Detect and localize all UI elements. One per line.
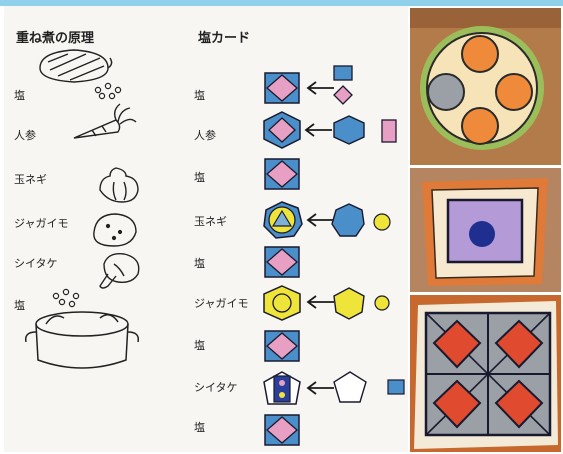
card-label-salt-5: 塩 — [194, 421, 205, 434]
cooking-pot-drawing — [24, 311, 140, 369]
left-label-onion: 玉ネギ — [14, 173, 47, 186]
square-purple-dish-photo — [410, 168, 561, 292]
card-label-onion: 玉ネギ — [194, 215, 227, 228]
left-column-title: 重ね煮の原理 — [16, 31, 95, 46]
lidded-pot-drawing — [39, 49, 113, 83]
left-label-shiitake: シイタケ — [14, 257, 58, 270]
left-label-salt-bottom: 塩 — [14, 299, 25, 312]
drawing-sheet: 重ね煮の原理 塩 人参 玉ネギ ジャガイモ シイタケ 塩 塩カード 塩 人参 塩… — [4, 6, 408, 452]
carrot-drawing — [73, 103, 137, 139]
card-label-salt-3: 塩 — [194, 257, 205, 270]
shiitake-card — [263, 371, 405, 405]
salt-card-5 — [264, 414, 300, 446]
card-label-salt-2: 塩 — [194, 171, 205, 184]
left-label-potato: ジャガイモ — [14, 217, 69, 230]
salt-card-1 — [264, 65, 353, 105]
potato-card — [263, 285, 390, 321]
salt-grains-bottom — [52, 288, 80, 308]
square-dish-image — [410, 168, 561, 292]
potato-drawing — [93, 213, 137, 247]
hand-drawings — [24, 49, 405, 446]
salt-card-3 — [264, 246, 300, 278]
card-label-shiitake: シイタケ — [194, 381, 238, 394]
card-label-potato: ジャガイモ — [194, 297, 249, 310]
left-label-carrot: 人参 — [14, 129, 36, 142]
carrot-card — [263, 111, 397, 149]
round-plate-photo — [410, 8, 561, 165]
card-label-salt-1: 塩 — [194, 89, 205, 102]
salt-card-2 — [264, 158, 300, 190]
onion-drawing — [99, 167, 139, 203]
diamond-tile-image — [410, 295, 561, 452]
right-column-title: 塩カード — [198, 31, 251, 46]
shiitake-drawing — [99, 253, 140, 289]
card-label-salt-4: 塩 — [194, 339, 205, 352]
salt-card-4 — [264, 330, 300, 362]
left-label-salt-top: 塩 — [14, 89, 25, 102]
diamond-pattern-tile-photo — [410, 295, 561, 452]
round-plate-image — [410, 8, 561, 165]
card-label-carrot: 人参 — [194, 129, 216, 142]
onion-card — [263, 201, 391, 239]
top-accent-strip — [0, 0, 563, 6]
salt-grains-top — [94, 82, 122, 100]
